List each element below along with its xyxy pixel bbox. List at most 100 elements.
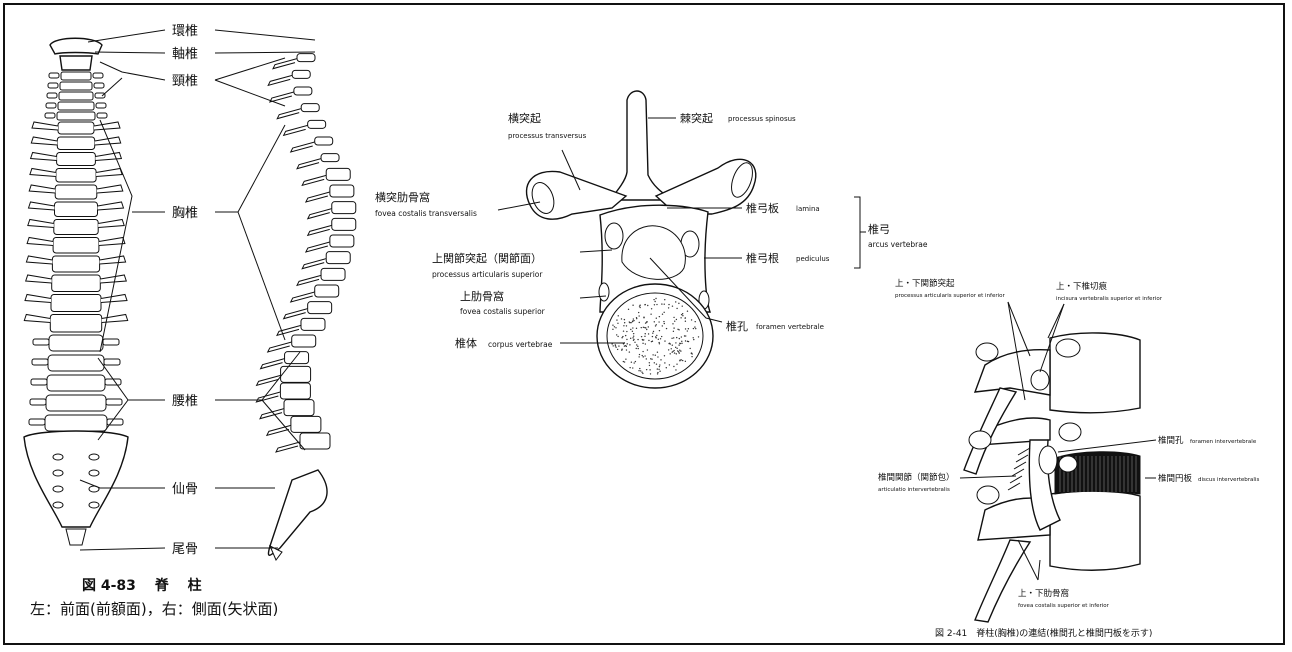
label-spinous-lat: processus spinosus — [728, 115, 796, 123]
sacral-foramen — [53, 470, 63, 476]
rib-stub — [98, 220, 124, 228]
cervical-transverse — [47, 93, 57, 98]
stipple-dot — [670, 353, 671, 354]
stipple-dot — [655, 325, 656, 326]
thoracic-vertebra — [50, 315, 101, 333]
stipple-dot — [680, 317, 681, 318]
cervical-vertebra — [58, 102, 94, 110]
rib-stub — [28, 220, 54, 228]
stipple-dot — [659, 343, 660, 344]
stipple-dot — [621, 318, 622, 319]
stipple-dot — [633, 320, 634, 321]
stipple-dot — [694, 326, 695, 327]
stipple-dot — [626, 325, 627, 326]
stipple-dot — [673, 337, 674, 338]
stipple-dot — [636, 317, 637, 318]
stipple-dot — [669, 364, 670, 365]
stipple-dot — [642, 373, 643, 374]
stipple-dot — [679, 343, 680, 344]
stipple-dot — [678, 303, 679, 304]
lumbar-vertebra — [46, 395, 106, 411]
stipple-dot — [679, 352, 680, 353]
cervical-transverse — [93, 73, 103, 78]
stipple-dot — [655, 355, 656, 356]
lateral-spinous-process — [306, 192, 330, 202]
stipple-dot — [648, 340, 649, 341]
lateral-vertebral-body — [297, 54, 315, 62]
stipple-dot — [639, 307, 640, 308]
lateral-spinous-process — [291, 142, 315, 152]
stipple-dot — [632, 337, 633, 338]
label-fovea-tr-lat: fovea costalis transversalis — [375, 209, 477, 218]
stipple-dot — [685, 361, 686, 362]
stipple-dot — [645, 322, 646, 323]
lateral-vertebral-body — [301, 104, 319, 112]
stipple-dot — [674, 321, 675, 322]
stipple-dot — [682, 360, 683, 361]
stipple-dot — [678, 344, 679, 345]
stipple-dot — [669, 343, 670, 344]
stipple-dot — [647, 305, 648, 306]
stipple-dot — [675, 369, 676, 370]
cervical-transverse — [49, 73, 59, 78]
stipple-dot — [691, 356, 692, 357]
stipple-dot — [632, 305, 633, 306]
lateral-vertebral-body — [330, 185, 354, 197]
stipple-dot — [646, 369, 647, 370]
lateral-spinous-process — [276, 442, 300, 452]
stipple-dot — [653, 331, 654, 332]
stipple-dot — [650, 373, 651, 374]
stipple-dot — [684, 335, 685, 336]
lateral-vertebral-body — [280, 383, 310, 399]
stipple-dot — [621, 349, 622, 350]
stipple-dot — [656, 335, 657, 336]
lateral-vertebral-body — [326, 168, 350, 180]
stipple-dot — [627, 343, 628, 344]
stipple-dot — [656, 304, 657, 305]
thoracic-vertebra — [54, 220, 98, 235]
lateral-vertebral-body — [321, 268, 345, 280]
stipple-dot — [635, 361, 636, 362]
stipple-dot — [671, 348, 672, 349]
sacral-foramen — [89, 470, 99, 476]
stipple-dot — [649, 369, 650, 370]
label-foramen-lat: foramen vertebrale — [756, 323, 824, 331]
stipple-dot — [687, 341, 688, 342]
cervical-transverse — [97, 113, 107, 118]
stipple-dot — [642, 355, 643, 356]
stipple-dot — [664, 323, 665, 324]
stipple-dot — [675, 342, 676, 343]
stipple-dot — [657, 368, 658, 369]
lateral-vertebral-body — [321, 154, 339, 162]
label-iv-foramen-jp: 椎間孔 — [1158, 435, 1184, 446]
lateral-vertebral-body — [292, 335, 316, 347]
stipple-dot — [685, 328, 686, 329]
stipple-dot — [612, 345, 613, 346]
stipple-dot — [676, 353, 677, 354]
stipple-dot — [657, 373, 658, 374]
stipple-dot — [664, 355, 665, 356]
label-axis: 軸椎 — [172, 47, 198, 62]
stipple-dot — [695, 321, 696, 322]
lateral-spinous-process — [277, 109, 301, 119]
label-iv-joint-lat: articulatio intervertebralis — [878, 487, 950, 493]
stipple-dot — [621, 337, 622, 338]
stipple-dot — [666, 328, 667, 329]
label-pedicle-jp: 椎弓根 — [746, 251, 779, 265]
stipple-dot — [612, 324, 613, 325]
stipple-dot — [638, 315, 639, 316]
stipple-dot — [681, 314, 682, 315]
cervical-transverse — [45, 113, 55, 118]
stipple-dot — [662, 325, 663, 326]
stipple-dot — [657, 372, 658, 373]
stipple-dot — [641, 336, 642, 337]
lateral-spinous-process — [291, 292, 315, 302]
label-transverse-jp: 横突起 — [508, 111, 541, 125]
stipple-dot — [629, 367, 630, 368]
stipple-dot — [676, 363, 677, 364]
rib-stub — [30, 169, 56, 177]
lateral-vertebral-body — [315, 285, 339, 297]
lumbar-vertebra — [47, 375, 105, 391]
cervical-vertebra — [59, 92, 93, 100]
stipple-dot — [633, 333, 634, 334]
